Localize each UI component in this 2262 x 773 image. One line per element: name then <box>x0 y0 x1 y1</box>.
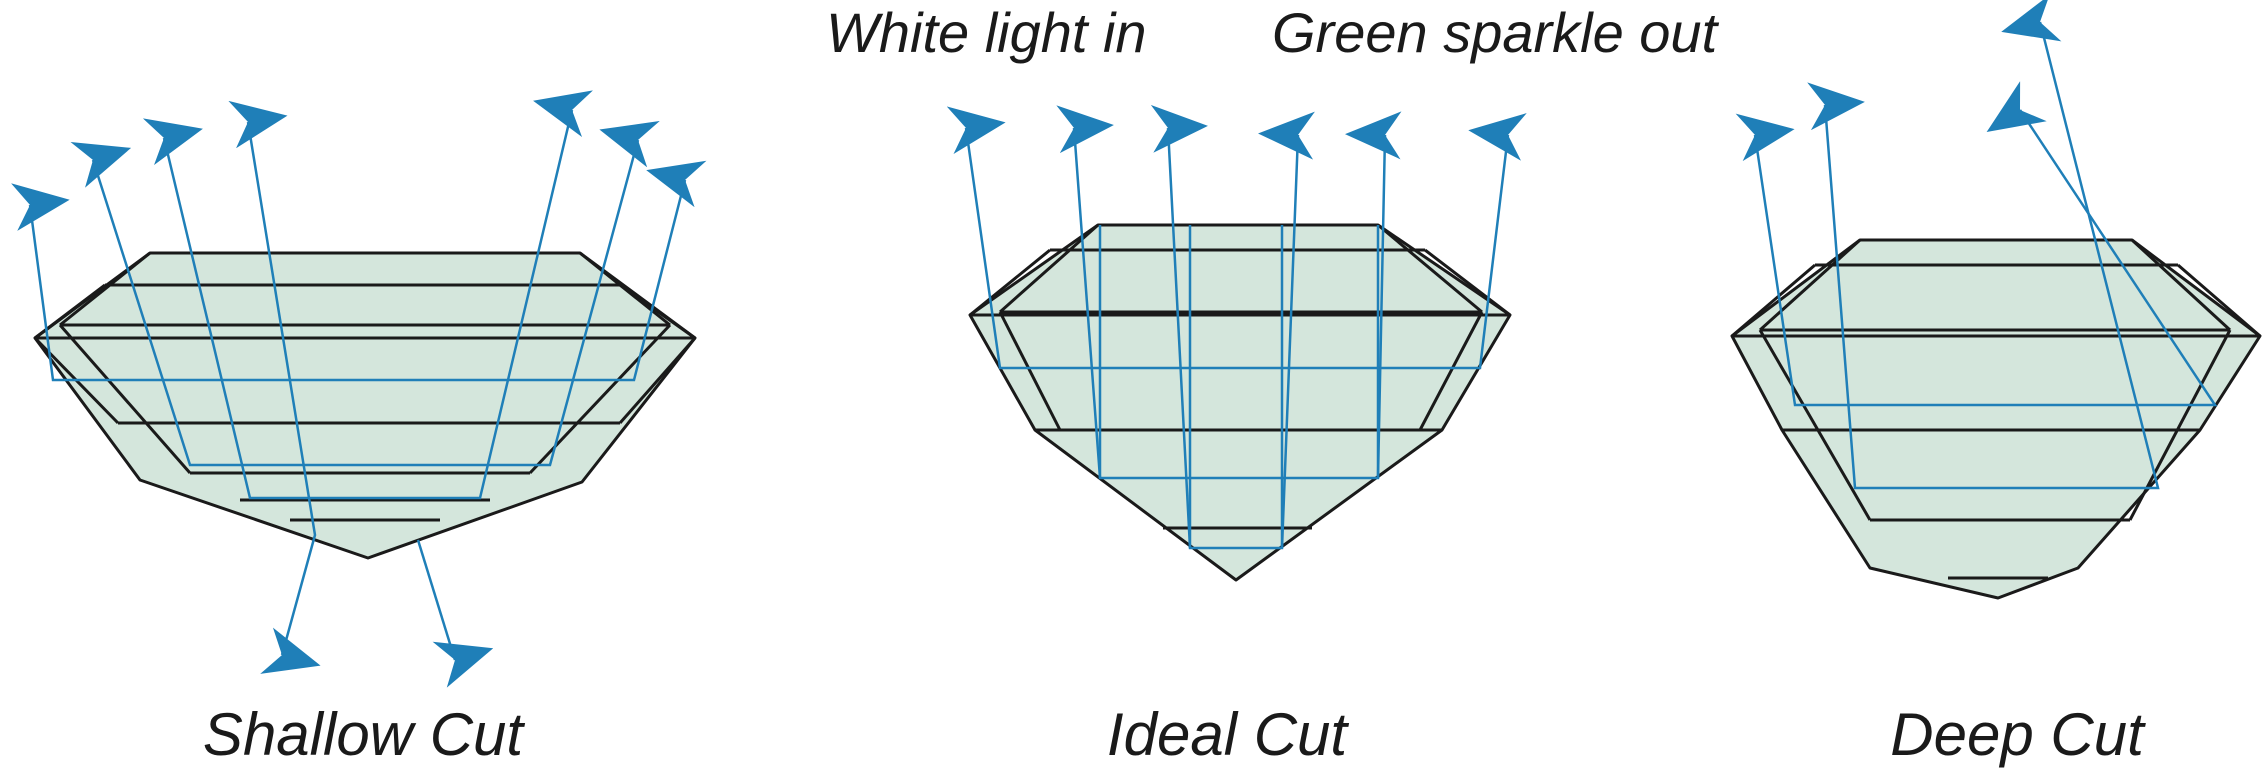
shallow-ray-in-1 <box>11 160 707 382</box>
deep-cut-gem <box>1730 238 2262 600</box>
shallow-ray-in-3 <box>142 90 594 500</box>
ideal-ray-2 <box>1056 105 1402 480</box>
caption-deep-cut: Deep Cut <box>1890 701 2144 768</box>
shallow-ray-in-4 <box>228 100 321 674</box>
legend-green-sparkle-out: Green sparkle out <box>1272 1 1718 64</box>
ideal-cut-rays <box>946 104 1527 550</box>
shallow-cut-rays <box>11 90 707 688</box>
deep-ray-1 <box>1735 81 2218 407</box>
legend-white-light-in: White light in <box>826 1 1147 64</box>
ideal-ray-3 <box>1150 104 1315 550</box>
caption-shallow-cut: Shallow Cut <box>202 701 524 768</box>
shallow-ray-out-down <box>416 539 494 688</box>
ideal-ray-1 <box>946 106 1527 370</box>
shallow-ray-in-2 <box>70 121 660 467</box>
ideal-cut-gem <box>968 223 1512 582</box>
deep-ray-2 <box>1807 0 2160 490</box>
caption-ideal-cut: Ideal Cut <box>1106 701 1348 768</box>
deep-cut-rays <box>1735 0 2218 490</box>
